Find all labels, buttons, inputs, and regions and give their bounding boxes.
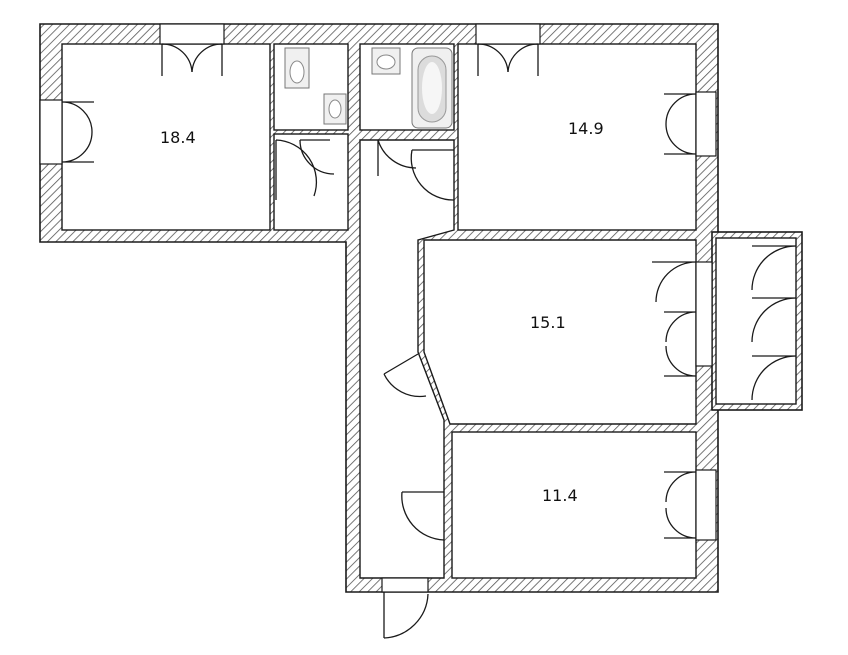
window-icon — [475, 23, 541, 45]
window-icon — [39, 99, 63, 165]
room-living — [61, 43, 271, 231]
bathtub-icon — [411, 47, 453, 129]
fixtures — [284, 47, 453, 129]
door-icon — [410, 149, 455, 201]
door-icon — [401, 491, 445, 541]
door-icon — [275, 139, 318, 200]
sink-icon — [323, 93, 347, 125]
wc-lobby — [273, 133, 349, 231]
area-label-northeast: 14.9 — [568, 119, 604, 138]
balcony — [715, 237, 797, 405]
window-icon — [695, 261, 713, 367]
toilet-icon — [284, 47, 310, 89]
door-icon — [377, 139, 417, 176]
door-icon — [383, 592, 429, 639]
room-southeast — [451, 431, 697, 579]
sink-icon — [371, 47, 401, 75]
area-label-living: 18.4 — [160, 128, 196, 147]
room-northeast — [457, 43, 697, 231]
doors — [275, 139, 455, 639]
window-icon — [695, 469, 717, 541]
area-labels: 18.4 14.9 15.1 11.4 — [160, 119, 604, 505]
window-icon — [381, 577, 429, 593]
window-icon — [695, 91, 717, 157]
area-label-middle: 15.1 — [530, 313, 566, 332]
room-middle — [423, 239, 697, 425]
door-icon — [383, 353, 427, 398]
window-swings — [61, 43, 797, 539]
windows — [39, 23, 717, 593]
window-icon — [159, 23, 225, 45]
area-label-southeast: 11.4 — [542, 486, 578, 505]
